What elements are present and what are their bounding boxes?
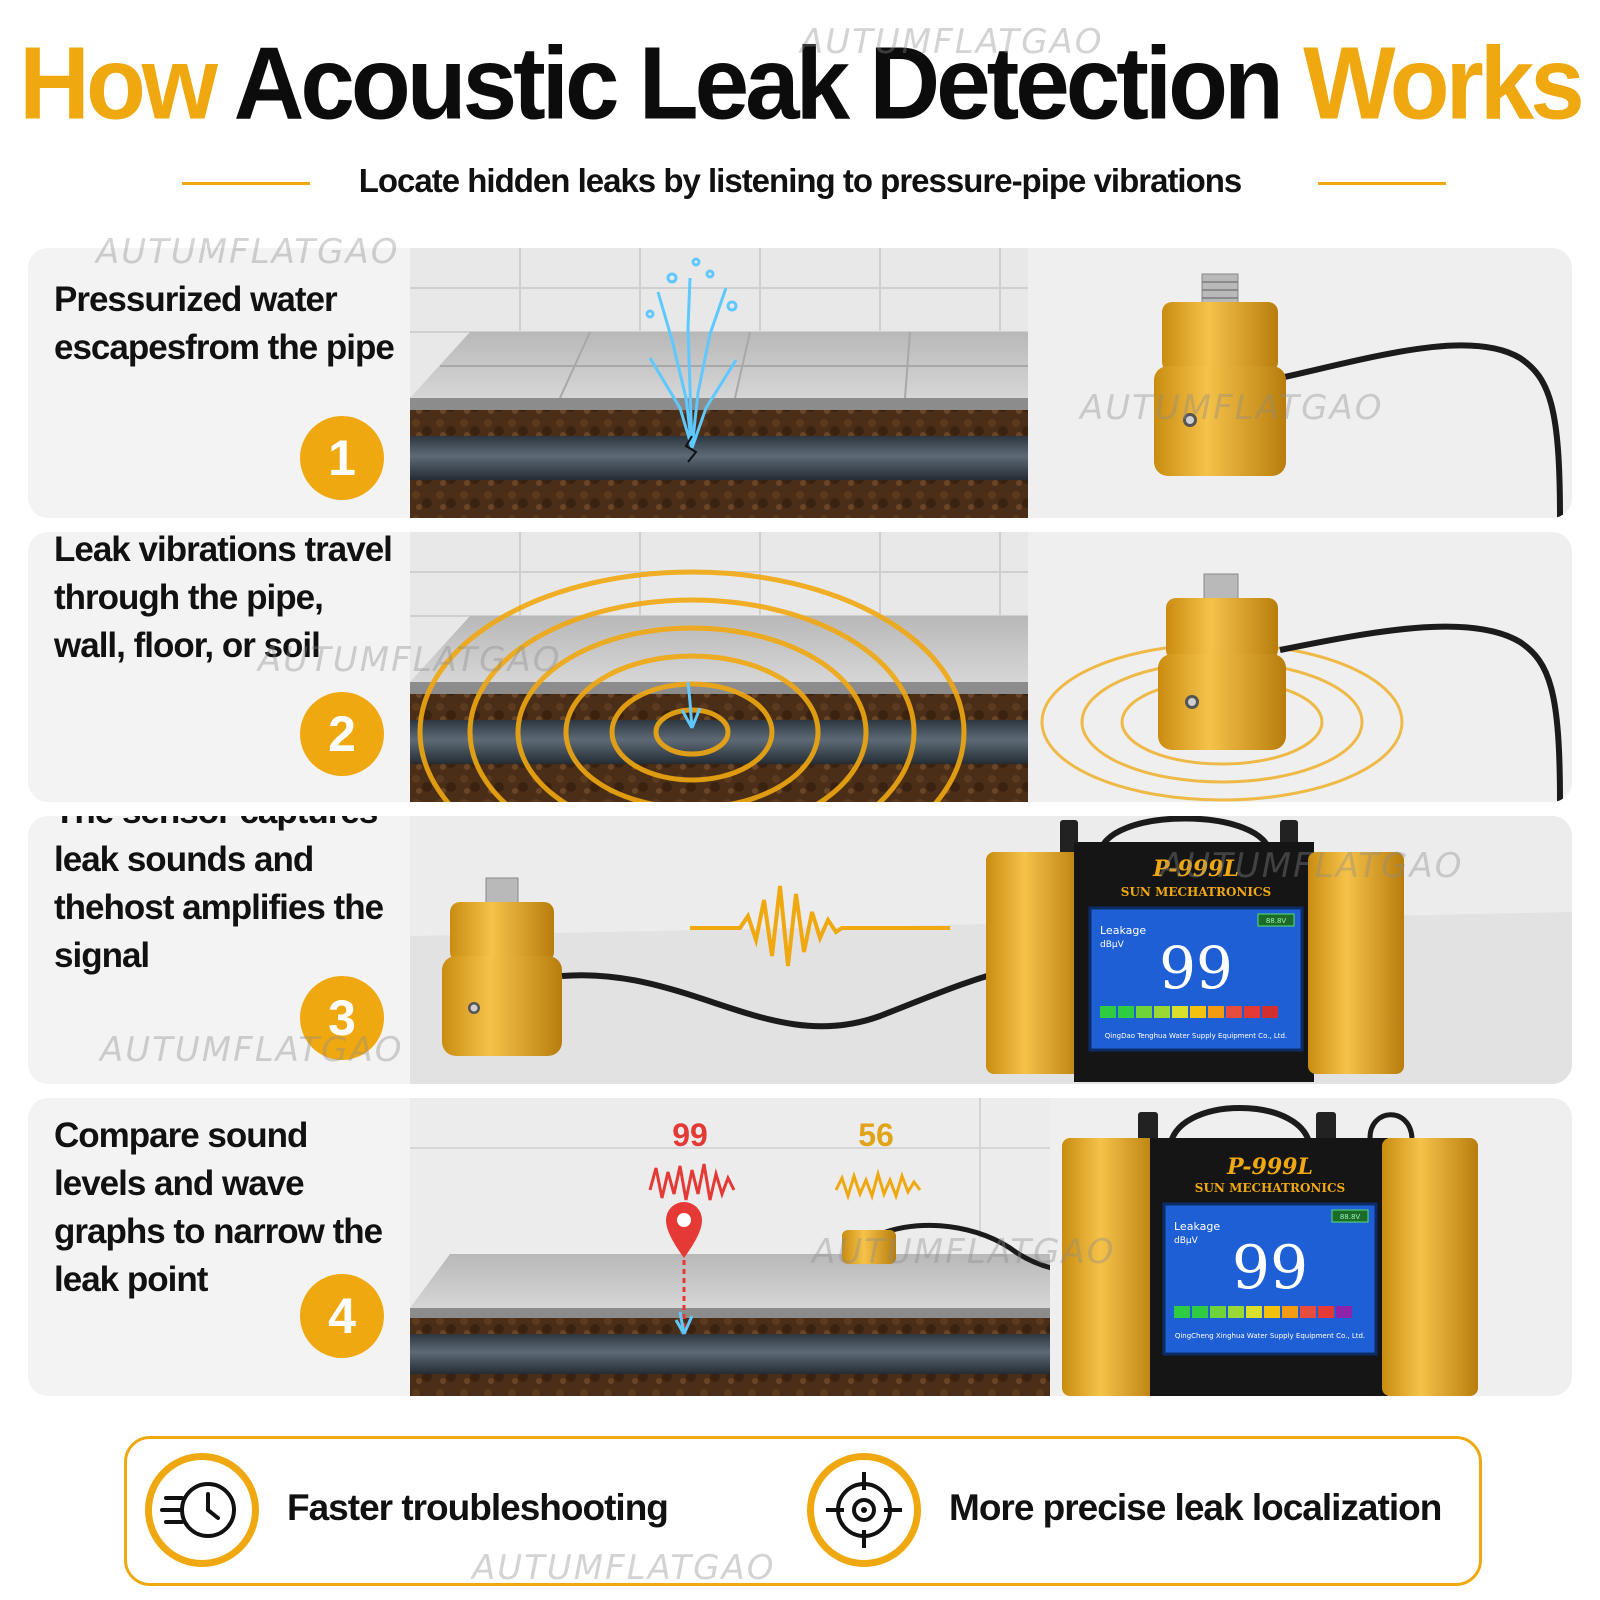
screen-label-2: dBμV: [1174, 1236, 1199, 1246]
benefit-faster: Faster troubleshooting: [287, 1487, 669, 1528]
step-1-badge: 1: [300, 416, 384, 500]
near-wave-graph-icon: [648, 1163, 736, 1201]
device-model-label: P-999L: [1226, 1154, 1313, 1180]
step-panel-1: Pressurized water escapesfrom the pipe 1: [28, 248, 1572, 518]
far-wave-graph-icon: [834, 1168, 922, 1201]
screen-footer: QingDao Tenghua Water Supply Equipment C…: [1105, 1032, 1287, 1040]
step-4-badge: 4: [300, 1274, 384, 1358]
level-bar: [1174, 1306, 1352, 1318]
detector-host-step3: P-999L SUN MECHATRONICS Leakage dBμV 88.…: [986, 816, 1404, 1082]
device-brand-label: SUN MECHATRONICS: [1121, 885, 1271, 899]
title-middle: Acoustic Leak Detection: [233, 25, 1284, 141]
step-3-text: The sensor captures leak sounds and theh…: [54, 816, 384, 975]
clock-speed-icon: [145, 1453, 259, 1567]
screen-label-2: dBμV: [1100, 940, 1125, 950]
crosshair-target-icon: [807, 1453, 921, 1567]
detector-host-step4: P-999L SUN MECHATRONICS Leakage dBμV 88.…: [1062, 1105, 1478, 1396]
acoustic-sensor: [1158, 573, 1286, 750]
subtitle: Locate hidden leaks by listening to pres…: [358, 162, 1243, 199]
screen-reading: 99: [1159, 934, 1233, 1002]
screen-label-1: Leakage: [1174, 1220, 1220, 1233]
signal-wave-icon: [690, 885, 950, 967]
acoustic-sensor: [1154, 273, 1286, 476]
step-panel-2: Leak vibrations travel through the pipe,…: [28, 532, 1572, 802]
device-model-label: P-999L: [1152, 856, 1239, 882]
step-2-badge: 2: [300, 692, 384, 776]
benefits-box: Faster troubleshooting More precise leak…: [124, 1436, 1482, 1586]
subtitle-row: Locate hidden leaks by listening to pres…: [0, 162, 1600, 202]
vibration-waves-icon: [417, 569, 967, 802]
screen-reading: 99: [1232, 1233, 1308, 1303]
step-panel-4: Compare sound levels and wave graphs to …: [28, 1098, 1572, 1396]
subtitle-rule-left: [182, 182, 310, 185]
reading-far-from-leak: 56: [858, 1117, 894, 1153]
screen-footer: QingCheng Xinghua Water Supply Equipment…: [1175, 1332, 1365, 1340]
battery-indicator: 88.8V: [1266, 917, 1287, 925]
step-panel-3: The sensor captures leak sounds and theh…: [28, 816, 1572, 1084]
acoustic-sensor: [442, 877, 562, 1056]
step-1-scene: [410, 248, 1572, 518]
step-3-scene: P-999L SUN MECHATRONICS Leakage dBμV 88.…: [410, 816, 1572, 1084]
screen-label-1: Leakage: [1100, 924, 1146, 937]
step-1-text: Pressurized water escapesfrom the pipe: [54, 280, 395, 367]
title-works: Works: [1303, 25, 1585, 141]
reading-near-leak: 99: [672, 1117, 708, 1153]
page-title: How Acoustic Leak Detection Works: [0, 32, 1600, 135]
step-4-scene: 99 56 P-999L SUN MECHATRONICS Leakage: [410, 1098, 1572, 1396]
step-3-badge: 3: [300, 976, 384, 1060]
step-4-text: Compare sound levels and wave graphs to …: [54, 1116, 383, 1299]
benefit-precise: More precise leak localization: [949, 1487, 1442, 1528]
step-2-text: Leak vibrations travel through the pipe,…: [54, 532, 393, 665]
subtitle-rule-right: [1318, 182, 1446, 185]
location-pin-icon: [666, 1202, 702, 1328]
level-bar: [1100, 1006, 1278, 1018]
small-sensor-on-floor: [842, 1230, 896, 1264]
device-brand-label: SUN MECHATRONICS: [1195, 1181, 1345, 1195]
water-spray-icon: [645, 257, 738, 449]
step-2-scene: [410, 532, 1572, 802]
title-how: How: [19, 25, 218, 141]
battery-indicator: 88.8V: [1340, 1213, 1361, 1221]
